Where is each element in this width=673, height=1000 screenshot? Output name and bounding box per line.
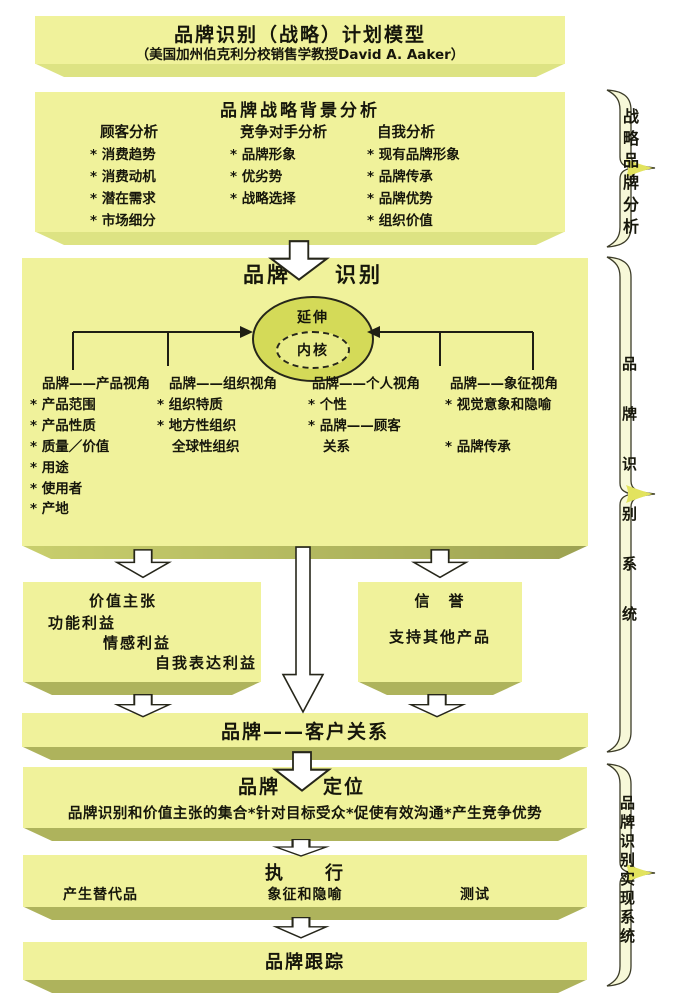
perspective-header: 品牌——象征视角 <box>450 376 558 392</box>
right-arrowhead-icon <box>240 326 253 338</box>
list-item: * 品牌——顾客 <box>308 417 401 434</box>
list-item: 自我表达利益 <box>155 654 258 672</box>
down-arrow-icon <box>271 839 331 857</box>
background-analysis-title: 品牌战略背景分析 <box>220 101 380 121</box>
perspective-symbol-column: 品牌——象征视角 * 视觉意象和隐喻 * 品牌传承 <box>445 374 558 458</box>
extension-label: 延伸 <box>297 310 329 326</box>
credibility-subtitle: 支持其他产品 <box>388 628 491 646</box>
bracket-label-implementation-system: 品牌识别实现系统 <box>618 795 636 947</box>
execution-band: 执 行 产生替代品 象征和隐喻 测试 <box>23 855 587 907</box>
positioning-brand-label: 品牌 <box>238 776 281 798</box>
list-item: * 现有品牌形象 <box>367 147 460 163</box>
list-item: * 质量／价值 <box>30 438 110 455</box>
column-header: 顾客分析 <box>100 125 158 141</box>
list-item: 关系 <box>323 438 350 455</box>
list-item: * 优劣势 <box>230 169 283 185</box>
positioning-label: 定位 <box>323 776 366 798</box>
value-proposition-box: 价值主张 功能利益 情感利益 自我表达利益 <box>23 582 261 682</box>
column-header: 竞争对手分析 <box>240 125 327 141</box>
brand-tracking-title: 品牌跟踪 <box>265 952 345 973</box>
perspective-header: 品牌——组织视角 <box>169 376 277 392</box>
customer-relationship-band: 品牌——客户关系 <box>22 713 588 747</box>
down-arrow-icon <box>113 549 173 579</box>
customer-relationship-title: 品牌——客户关系 <box>220 721 389 743</box>
customer-analysis-column: 顾客分析 * 消费趋势 * 消费动机 * 潜在需求 * 市场细分 <box>90 122 158 232</box>
extension-ellipse: 延伸 内核 <box>252 296 374 382</box>
diagram-subtitle: （美国加州伯克利分校销售学教授David A. Aaker） <box>135 47 465 63</box>
background-analysis-box: 品牌战略背景分析 顾客分析 * 消费趋势 * 消费动机 * 潜在需求 * 市场细… <box>35 92 565 232</box>
diagram-title: 品牌识别（战略）计划模型 <box>173 24 426 46</box>
down-arrow-icon <box>410 549 470 579</box>
perspective-product-column: 品牌——产品视角 * 产品范围 * 产品性质 * 质量／价值 * 用途 * 使用… <box>30 374 150 520</box>
brand-tracking-band: 品牌跟踪 <box>23 942 587 980</box>
list-item: * 市场细分 <box>90 213 156 229</box>
list-item: 测试 <box>460 887 490 903</box>
down-arrow-icon <box>113 694 173 718</box>
list-item: 功能利益 <box>48 614 117 632</box>
list-item: * 产品性质 <box>30 417 96 434</box>
down-arrow-icon <box>268 240 330 281</box>
list-item: 情感利益 <box>103 634 172 652</box>
list-item: * 品牌优势 <box>367 191 433 207</box>
list-item: * 潜在需求 <box>90 191 156 207</box>
self-analysis-column: 自我分析 * 现有品牌形象 * 品牌传承 * 品牌优势 * 组织价值 <box>367 122 460 232</box>
core-label: 内核 <box>297 343 329 359</box>
competitor-analysis-column: 竞争对手分析 * 品牌形象 * 优劣势 * 战略选择 <box>230 122 327 210</box>
credibility-box: 信 誉 支持其他产品 <box>358 582 522 682</box>
perspective-person-column: 品牌——个人视角 * 个性 * 品牌——顾客 关系 <box>308 374 420 458</box>
positioning-description: 品牌识别和价值主张的集合*针对目标受众*促使有效沟通*产生竞争优势 <box>67 806 543 822</box>
brand-identity-box: 品牌 识别 延伸 内核 品牌——产品视角 * 产品范围 * 产品性质 <box>22 258 588 546</box>
header-box: 品牌识别（战略）计划模型 （美国加州伯克利分校销售学教授David A. Aak… <box>35 16 565 64</box>
list-item: * 组织价值 <box>367 213 433 229</box>
list-item: * 个性 <box>308 396 347 413</box>
brand-label: 品牌 <box>243 263 291 287</box>
core-ellipse: 内核 <box>276 331 350 369</box>
list-item: * 地方性组织 <box>157 417 237 434</box>
list-item: * 视觉意象和隐喻 <box>445 396 552 413</box>
list-item: * 使用者 <box>30 480 83 497</box>
list-item: * 用途 <box>30 459 69 476</box>
list-item: 象征和隐喻 <box>267 887 343 903</box>
down-arrow-icon <box>272 751 332 792</box>
list-item: * 组织特质 <box>157 396 223 413</box>
list-item: * 产地 <box>30 501 69 518</box>
execution-title: 执 行 <box>265 863 345 884</box>
list-item: * 品牌传承 <box>367 169 433 185</box>
identity-label: 识别 <box>335 263 383 287</box>
list-item: * 品牌形象 <box>230 147 296 163</box>
long-down-arrow-icon <box>281 546 325 714</box>
list-item: * 战略选择 <box>230 191 296 207</box>
perspective-organization-column: 品牌——组织视角 * 组织特质 * 地方性组织 全球性组织 <box>157 374 277 458</box>
list-item: * 消费动机 <box>90 169 156 185</box>
credibility-title: 信 誉 <box>414 592 466 610</box>
list-item: 产生替代品 <box>63 887 138 903</box>
perspective-header: 品牌——个人视角 <box>312 376 420 392</box>
list-item: * 品牌传承 <box>445 438 511 455</box>
perspective-header: 品牌——产品视角 <box>42 376 150 392</box>
bracket-label-identity-system: 品牌识别系统 <box>620 356 638 656</box>
list-item: 全球性组织 <box>172 438 240 455</box>
list-item: * 产品范围 <box>30 396 96 413</box>
list-spacer <box>445 416 558 437</box>
bracket-label-strategic-analysis: 战略品牌分析 <box>620 108 639 240</box>
down-arrow-icon <box>272 917 330 939</box>
column-header: 自我分析 <box>377 125 435 141</box>
list-item: * 消费趋势 <box>90 147 156 163</box>
down-arrow-icon <box>407 694 467 718</box>
value-proposition-title: 价值主张 <box>89 592 158 610</box>
